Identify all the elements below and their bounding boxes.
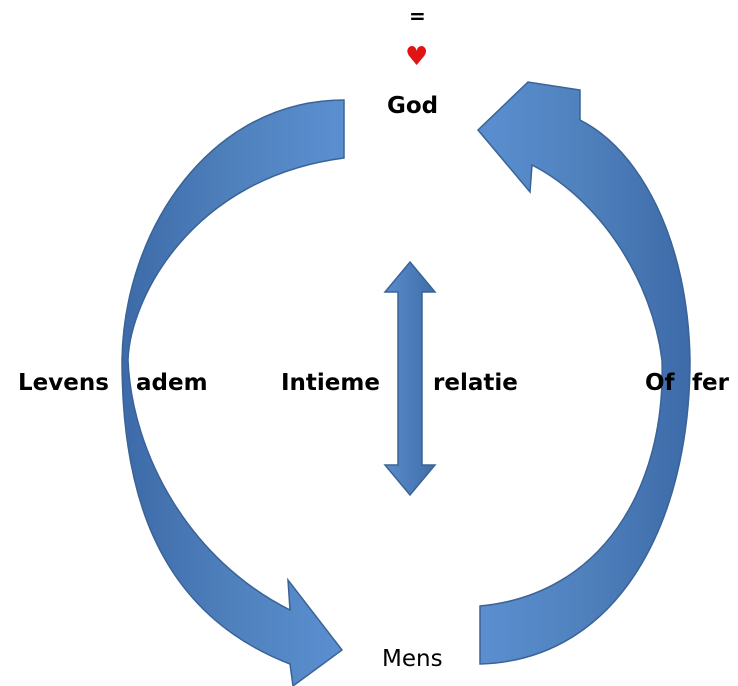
heart-icon: ♥ [405, 42, 429, 72]
of-label: Of [645, 370, 675, 396]
fer-label: fer [692, 370, 729, 396]
intieme-label: Intieme [281, 370, 380, 396]
levens-label: Levens [18, 370, 109, 396]
right-curved-arrow [476, 81, 691, 665]
equals-sign: = [409, 4, 426, 28]
left-curved-arrow [121, 99, 345, 686]
god-label: God [387, 93, 439, 119]
center-double-arrow [383, 260, 437, 497]
relatie-label: relatie [433, 370, 518, 396]
adem-label: adem [136, 370, 208, 396]
mens-label: Mens [382, 646, 443, 672]
